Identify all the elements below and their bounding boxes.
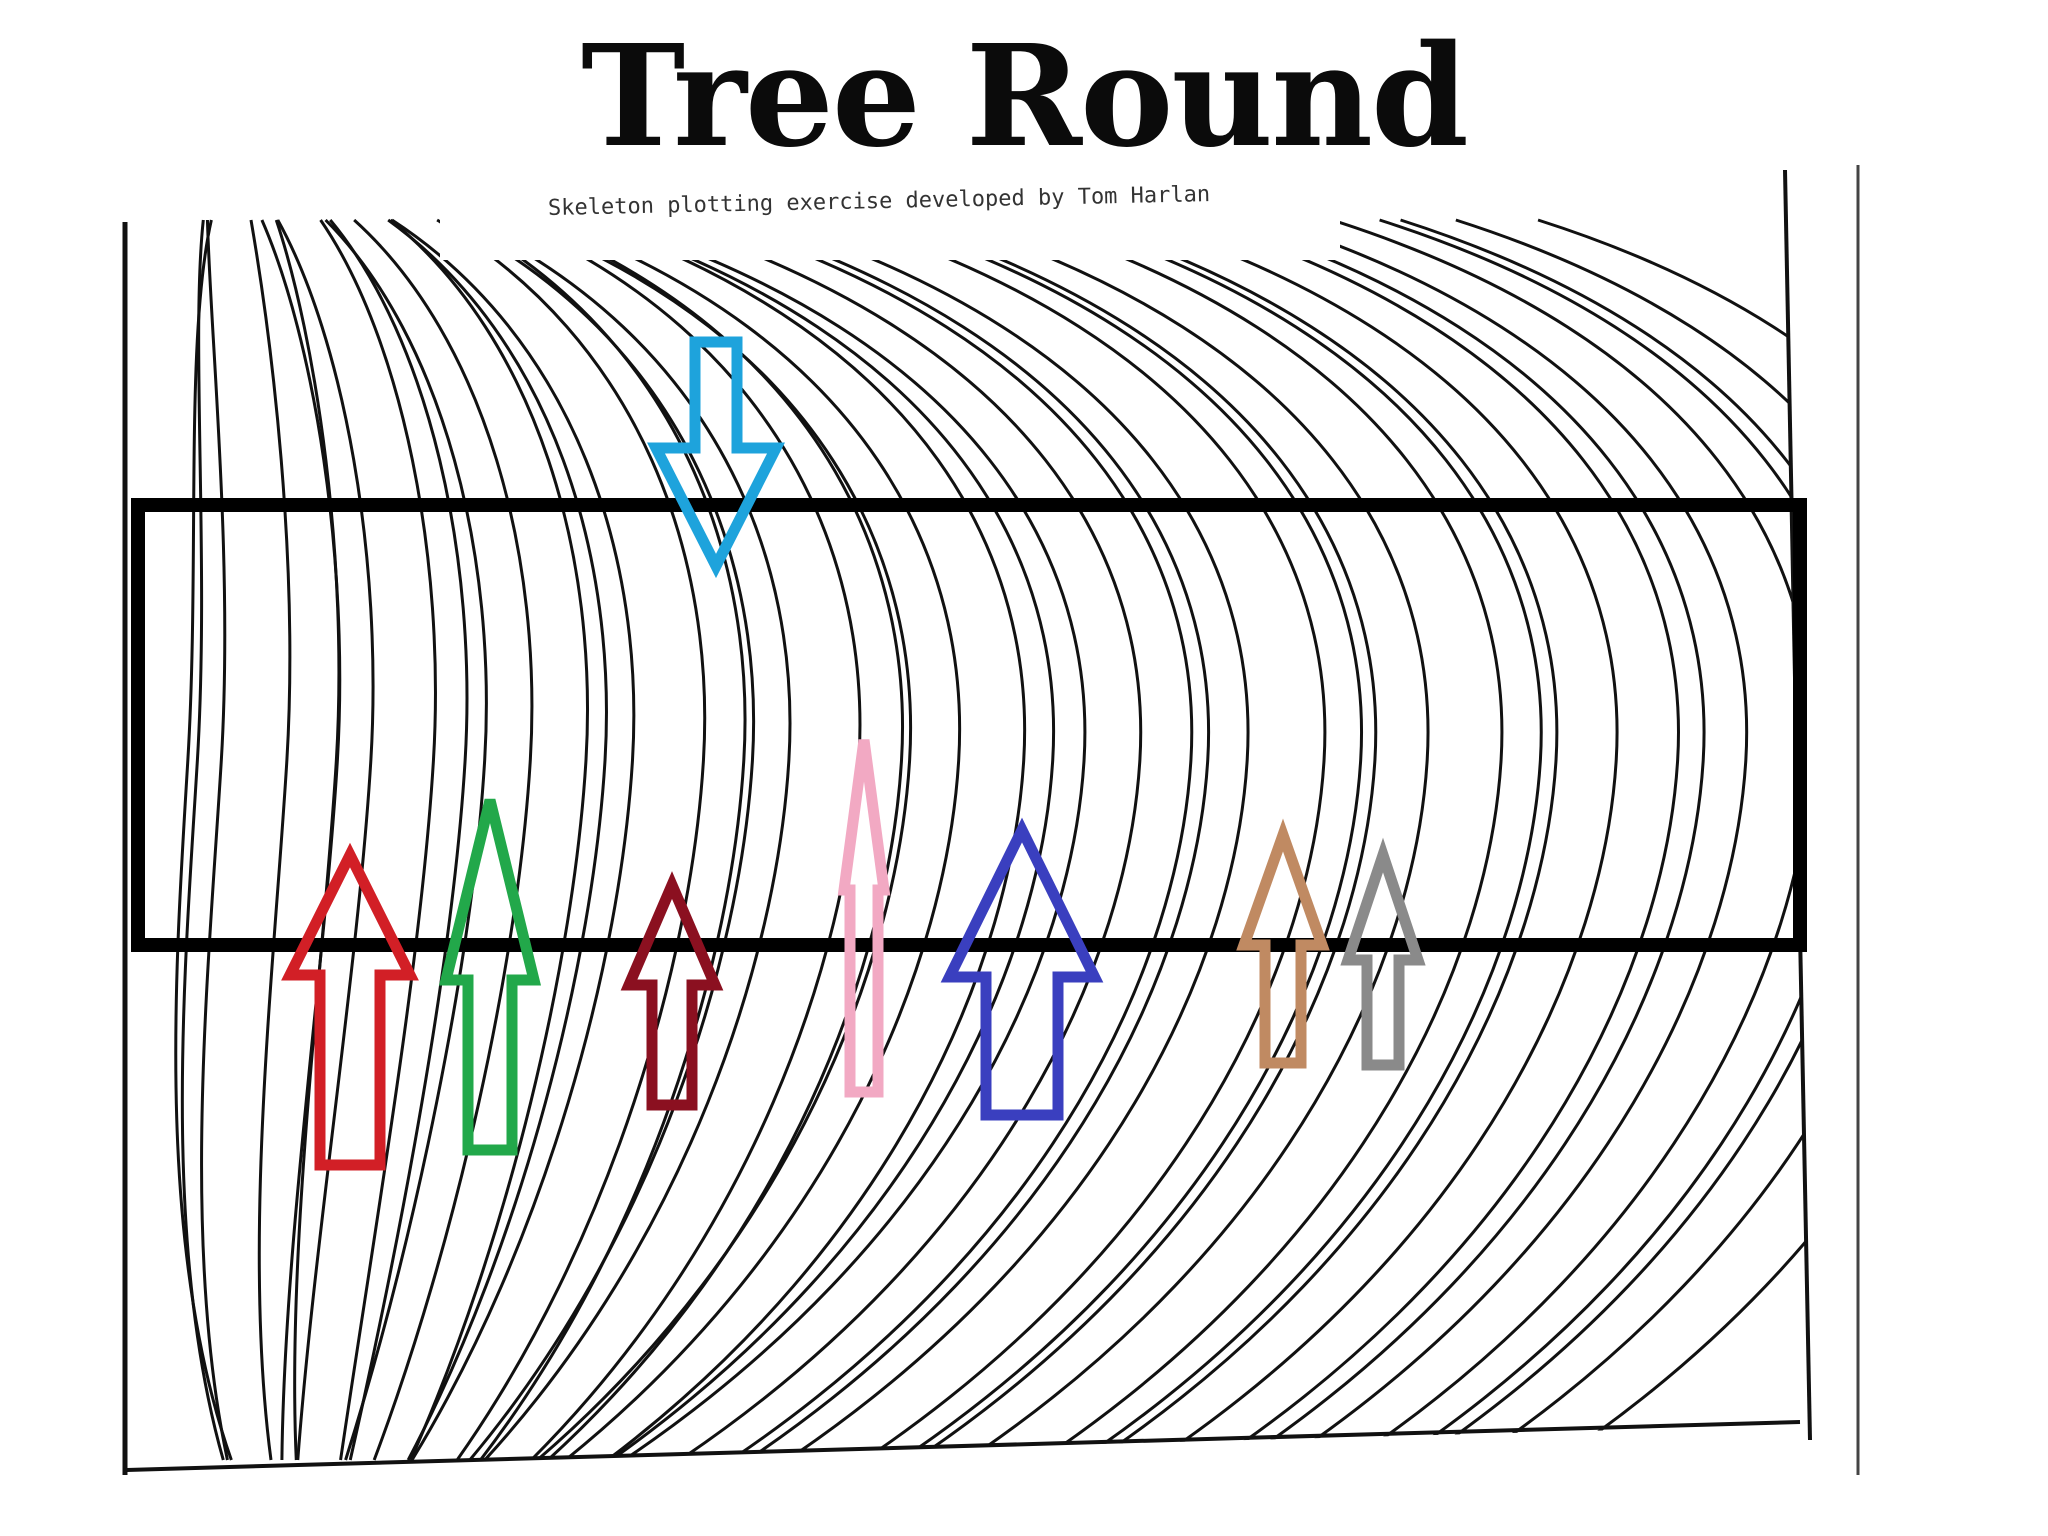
up-arrow-icon [620,871,724,1111]
ring-line [329,219,469,1461]
ring-line [389,218,590,1461]
ring-line [603,218,1087,1462]
ring-line [843,218,1327,1462]
ring-line [464,218,792,1462]
ring-line [274,219,341,1461]
ring-line [180,219,225,1461]
ring-line [727,218,1211,1462]
core-sample-frame [131,498,1807,952]
ring-line [586,218,1027,1462]
ring-line [1059,218,1543,1462]
ring-line [516,218,912,1462]
ring-line [590,218,1056,1462]
ring-line [1265,218,1749,1462]
up-arrow-icon [438,798,542,1156]
ring-line [1331,218,1808,1462]
ring-line [436,218,707,1461]
ring-line [1075,218,1559,1462]
ring-line [1222,218,1706,1462]
tree-rings [174,218,1808,1462]
ring-markers [281,336,1426,1171]
ring-line [1020,218,1504,1462]
ring-line [1197,218,1680,1462]
ring-line [659,218,1143,1462]
label-patch [440,170,1340,262]
ring-line [319,219,437,1461]
ring-line [391,218,636,1461]
ring-line [1379,218,1808,1462]
ring-line [1537,218,1808,1462]
ring-line [200,219,229,1461]
ring-line [710,218,1194,1462]
ring-line [449,218,756,1461]
page-title: Tree Round [581,15,1469,179]
ring-line [946,218,1430,1462]
ring-line [1135,218,1619,1462]
ring-line [1455,218,1808,1462]
ring-line [353,218,534,1461]
up-arrow-icon [837,739,891,1098]
ring-line [894,218,1378,1462]
ring-line [766,218,1250,1462]
up-arrow-icon [940,817,1104,1121]
ring-line [249,219,292,1461]
ring-line [880,218,1363,1462]
up-arrow-icon [1340,837,1426,1071]
down-arrow-icon [647,336,785,579]
paper-bottom-edge [124,1420,1801,1472]
ring-line [544,218,962,1462]
ring-line [324,218,488,1461]
ring-line [276,219,375,1461]
up-arrow-icon [1236,818,1330,1069]
up-arrow-icon [281,842,419,1171]
ring-line [510,218,862,1462]
ring-line [1400,218,1808,1462]
ring-line [260,219,342,1461]
ring-line [174,219,233,1461]
ring-line [387,218,608,1461]
